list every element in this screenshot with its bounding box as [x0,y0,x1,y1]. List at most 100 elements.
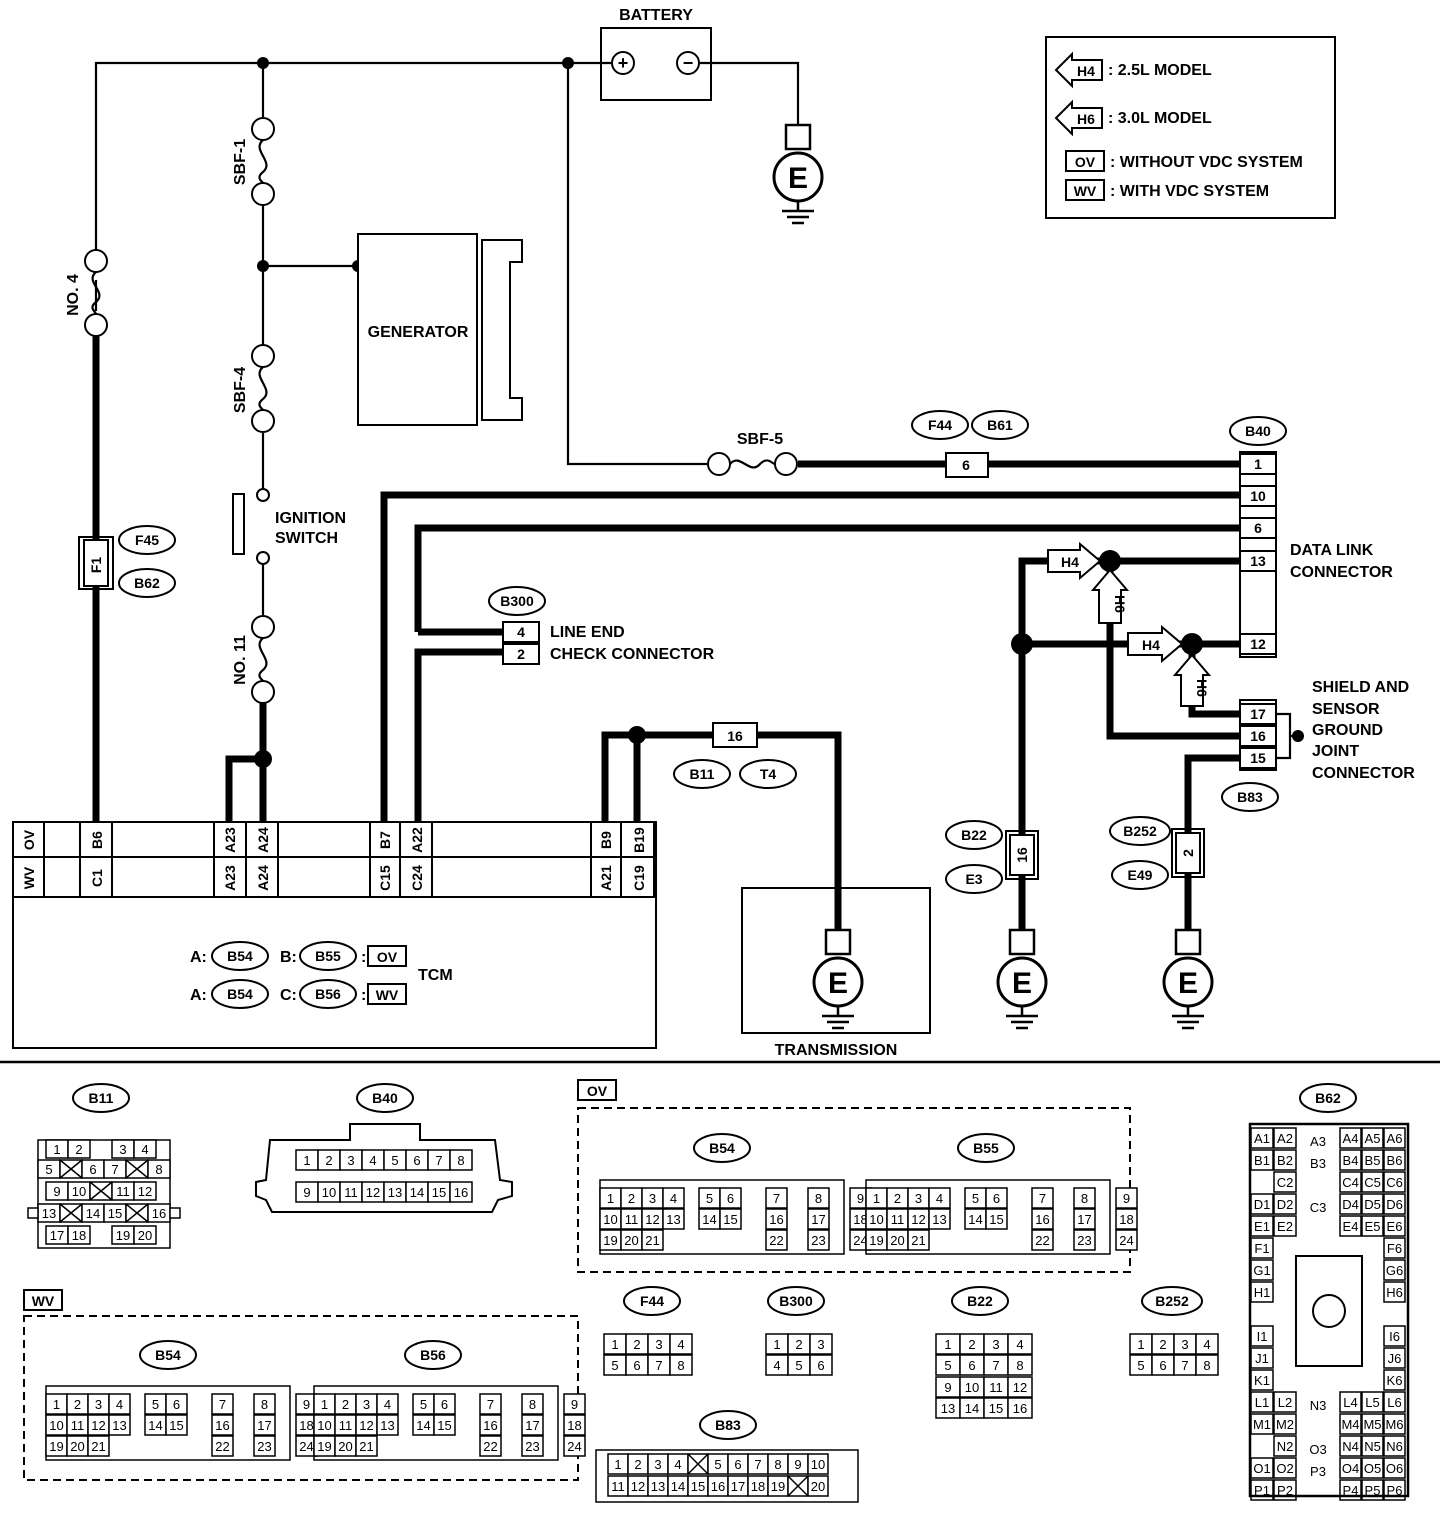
tcm-connector-references: A: B54 B: B55 : OV A: B54 C: B56 : WV TC… [190,941,453,1009]
view-id-b22: B22 [951,1286,1009,1316]
b22-pin-9: 9 [935,1376,961,1398]
svg-text:1: 1 [607,1191,614,1206]
b252-pin-1: 1 [1129,1333,1153,1355]
svg-text:SWITCH: SWITCH [275,530,338,547]
svg-text:21: 21 [359,1439,373,1454]
b55-pin-13: 13 [928,1208,951,1230]
svg-text:10: 10 [72,1184,86,1199]
b62-pin-I6: I6 [1383,1325,1406,1347]
b62-pin-P3: P3 [1310,1464,1326,1479]
b83-pin-7: 7 [747,1453,769,1475]
b83-pin-13: 13 [647,1475,669,1497]
svg-text:B4: B4 [1343,1153,1359,1168]
svg-text:20: 20 [811,1479,825,1494]
svg-text:L4: L4 [1343,1395,1357,1410]
svg-text:2: 2 [75,1142,82,1157]
svg-text:6: 6 [633,1358,640,1373]
svg-text:H6: H6 [1112,595,1128,613]
svg-text:5: 5 [944,1358,951,1373]
svg-text:16: 16 [727,728,743,744]
svg-text:E2: E2 [1277,1219,1293,1234]
b83-pin-16: 16 [707,1475,729,1497]
b252-pin-7: 7 [1173,1354,1197,1376]
b54-wv-pin-1: 1 [45,1393,68,1415]
svg-text:9: 9 [303,1185,310,1200]
b55-pin-12: 12 [907,1208,930,1230]
svg-text:17: 17 [811,1212,825,1227]
b55-pin-7: 7 [1031,1187,1054,1209]
b83-pin-19: 19 [767,1475,789,1497]
svg-text:18: 18 [751,1479,765,1494]
b62-pin-L6: L6 [1383,1391,1406,1413]
b252-pin-3: 3 [1173,1333,1197,1355]
b22-pin-12: 12 [1007,1376,1033,1398]
svg-text:16: 16 [454,1185,468,1200]
b22-pin-3: 3 [983,1333,1009,1355]
b11-pin-10: 10 [67,1181,91,1201]
b252-pin-8: 8 [1195,1354,1219,1376]
b54-wv-pin-24: 24 [295,1435,318,1457]
b54-wv-pin-13: 13 [108,1414,131,1436]
svg-text:B56: B56 [315,986,341,1002]
b62-pin-N6: N6 [1383,1435,1406,1457]
svg-text:7: 7 [1039,1191,1046,1206]
svg-text:13: 13 [941,1401,955,1416]
b56-pin-2: 2 [334,1393,357,1415]
view-id-b83: B83 [699,1410,757,1440]
svg-text:B55: B55 [315,948,341,964]
svg-text:7: 7 [111,1162,118,1177]
b55-pin-16: 16 [1031,1208,1054,1230]
svg-text:N3: N3 [1310,1398,1327,1413]
svg-text:F1: F1 [88,557,104,574]
b11-pin-7: 7 [103,1159,127,1179]
svg-text:4: 4 [1203,1337,1210,1352]
b54-wv-pin-6: 6 [165,1393,188,1415]
tcm: OV WV B6 C1 A23 A23 A24 A24 B7 C15 A22 C… [12,821,657,1049]
b11-pin-13: 13 [37,1203,61,1223]
svg-text:H4: H4 [1061,554,1079,570]
svg-text:9: 9 [571,1397,578,1412]
legend-wv-tag: WV [1074,183,1097,199]
svg-text:8: 8 [774,1457,781,1472]
b54-ov-pin-4: 4 [662,1187,685,1209]
b62-pin-D1: D1 [1250,1193,1274,1215]
b62-pin-C3: C3 [1310,1200,1327,1215]
svg-text:5: 5 [714,1457,721,1472]
svg-text:16: 16 [483,1418,497,1433]
svg-text:B300: B300 [779,1293,813,1309]
wv-tag-box [23,1289,63,1311]
b62-pin-M6: M6 [1383,1413,1406,1435]
b62-pin-O2: O2 [1273,1457,1297,1479]
battery-ground-icon [772,123,824,225]
b54-ov-pin-7: 7 [765,1187,788,1209]
b83-face [595,1449,859,1503]
b40-pin-13: 13 [383,1181,407,1203]
svg-text:M5: M5 [1363,1417,1381,1432]
b56-pin-1: 1 [313,1393,336,1415]
b22-pin-11: 11 [983,1376,1009,1398]
b83-pin-10: 10 [807,1453,829,1475]
b22-pin-7: 7 [983,1354,1009,1376]
b83-pin-5: 5 [707,1453,729,1475]
b62-pin-J1: J1 [1250,1347,1274,1369]
svg-text:B54: B54 [709,1140,735,1156]
line-end-check-connector: 4 2 LINE END CHECK CONNECTOR [502,621,715,665]
b54-ov-pin-12: 12 [641,1208,664,1230]
svg-text:P5: P5 [1365,1483,1381,1498]
svg-text:1: 1 [303,1153,310,1168]
b54-wv-pin-16: 16 [211,1414,234,1436]
b55-pin-3: 3 [907,1187,930,1209]
b56-pin-21: 21 [355,1435,378,1457]
svg-text:12: 12 [91,1418,105,1433]
tcm-ov-tag: OV [21,829,37,850]
b55-pin-20: 20 [886,1229,909,1251]
f44-inline-connector: 6 [945,452,989,478]
svg-text:15: 15 [432,1185,446,1200]
svg-text:K1: K1 [1254,1373,1270,1388]
svg-text:B1: B1 [1254,1153,1270,1168]
svg-text:E6: E6 [1387,1219,1403,1234]
svg-text:6: 6 [1254,520,1262,536]
b56-pin-18: 18 [563,1414,586,1436]
svg-text:C19: C19 [631,865,647,891]
connector-id-t4: T4 [739,759,797,789]
